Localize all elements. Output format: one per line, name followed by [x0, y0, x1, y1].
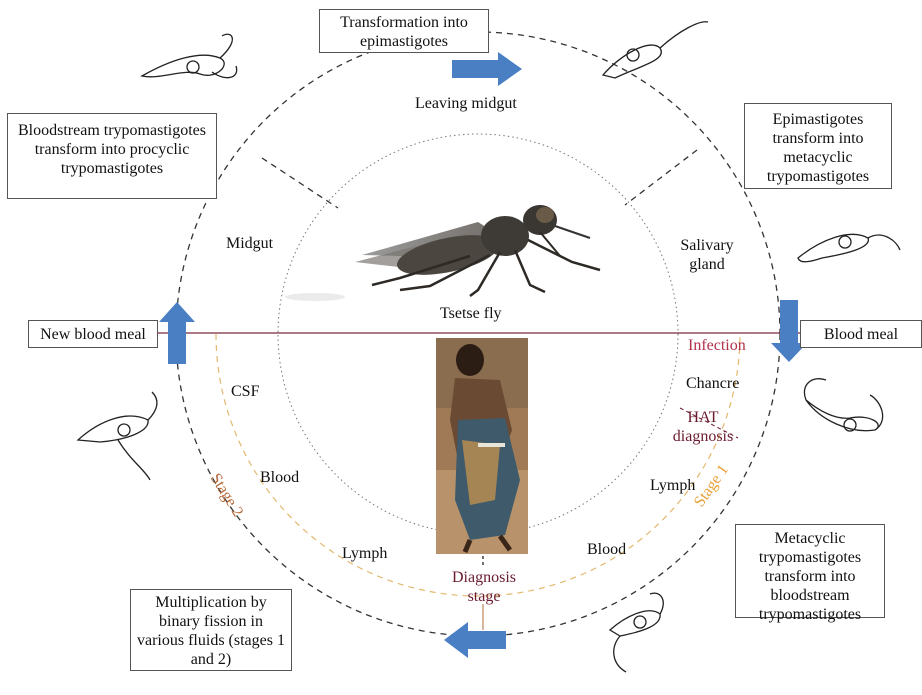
box-multiplication: Multiplication by binary fission in vari…	[130, 589, 292, 671]
label-blood-left: Blood	[260, 468, 299, 487]
trypanosome-icon	[798, 234, 900, 261]
box-procyclic-transformation: Bloodstream trypomastigotes transform in…	[7, 113, 217, 199]
label-lymph-left: Lymph	[342, 544, 387, 563]
box-new-blood-meal: New blood meal	[28, 320, 158, 348]
label-lymph-right: Lymph	[650, 476, 695, 495]
label-blood-right: Blood	[587, 540, 626, 559]
label-infection: Infection	[688, 336, 746, 355]
trypanosome-icon	[804, 379, 882, 431]
box-transformation-epimastigotes: Transformation into epimastigotes	[319, 9, 489, 53]
salivary-divider	[625, 150, 697, 205]
box-bloodstream-transformation: Metacyclic trypomastigotes transform int…	[735, 524, 885, 618]
trypanosome-icon	[78, 392, 157, 480]
arrow-right-top	[452, 52, 522, 86]
midgut-divider	[262, 158, 338, 208]
trypanosome-icon	[603, 22, 708, 78]
label-diagnosis-stage: Diagnosis stage	[444, 568, 524, 606]
label-tsetse-fly: Tsetse fly	[440, 304, 502, 323]
label-salivary-gland: Salivary gland	[674, 236, 740, 274]
label-hat-diagnosis: HAT diagnosis	[664, 408, 742, 446]
trypanosome-icon	[610, 593, 663, 672]
label-leaving-midgut: Leaving midgut	[415, 94, 517, 113]
label-midgut: Midgut	[226, 234, 273, 253]
box-blood-meal: Blood meal	[800, 320, 922, 348]
trypanosome-icon	[142, 34, 237, 77]
box-metacyclic-transformation: Epimastigotes transform into metacyclic …	[744, 103, 892, 189]
tsetse-fly-image	[285, 205, 600, 301]
patient-photo	[436, 338, 528, 554]
arrow-left-bottom	[444, 622, 506, 658]
label-csf: CSF	[231, 382, 259, 401]
label-chancre: Chancre	[686, 374, 739, 393]
